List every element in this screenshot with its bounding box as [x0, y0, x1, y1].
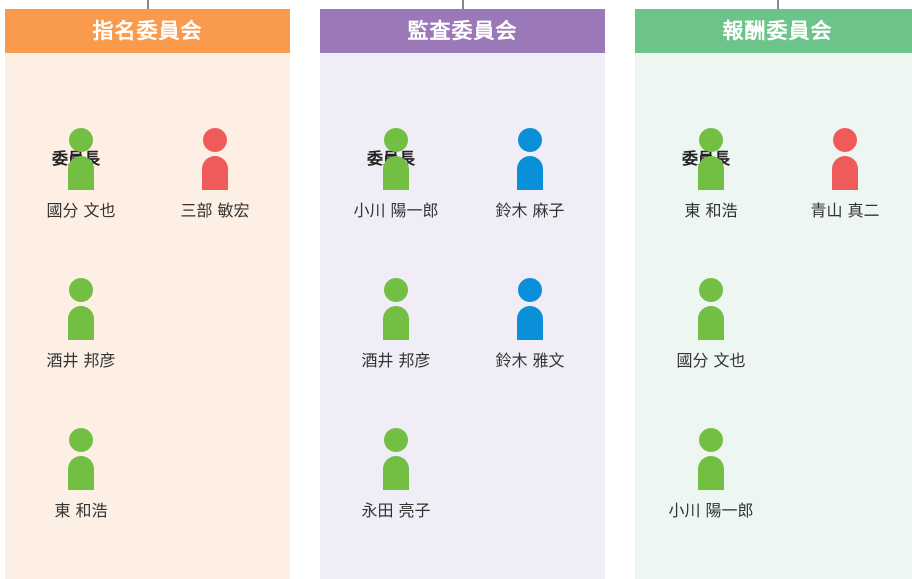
member-name: 國分 文也: [46, 201, 116, 220]
person-icon: [64, 128, 98, 190]
compensation-committee: 報酬委員会 委員長 東 和浩 青山 真二 國分 文也 小川 陽一郎: [635, 9, 912, 579]
person-icon: [64, 428, 98, 490]
member-name: 三部 敏宏: [180, 201, 250, 220]
member: 酒井 邦彦: [26, 278, 136, 371]
member: 鈴木 雅文: [475, 278, 585, 371]
member-name: 鈴木 麻子: [495, 201, 565, 220]
member: 青山 真二: [790, 128, 900, 221]
person-icon: [379, 128, 413, 190]
member-name: 東 和浩: [684, 201, 738, 220]
member: 東 和浩: [26, 428, 136, 521]
member-name: 青山 真二: [810, 201, 880, 220]
committee-body: 委員長 小川 陽一郎 鈴木 麻子 酒井 邦彦 鈴木 雅文 永田 亮子: [320, 53, 605, 579]
audit-committee: 監査委員会 委員長 小川 陽一郎 鈴木 麻子 酒井 邦彦 鈴木 雅文 永田 亮子: [320, 9, 605, 579]
member-name: 小川 陽一郎: [668, 501, 754, 520]
member-name: 酒井 邦彦: [361, 351, 431, 370]
member: 鈴木 麻子: [475, 128, 585, 221]
person-icon: [694, 428, 728, 490]
member-chair: 東 和浩: [656, 128, 766, 221]
committee-title: 指名委員会: [5, 9, 290, 53]
person-icon: [379, 428, 413, 490]
member: 國分 文也: [656, 278, 766, 371]
member-name: 東 和浩: [54, 501, 108, 520]
person-icon: [379, 278, 413, 340]
member: 永田 亮子: [341, 428, 451, 521]
member-name: 國分 文也: [676, 351, 746, 370]
connector-line: [777, 0, 779, 9]
person-icon: [198, 128, 232, 190]
member-name: 酒井 邦彦: [46, 351, 116, 370]
member-chair: 國分 文也: [26, 128, 136, 221]
committee-title: 監査委員会: [320, 9, 605, 53]
member: 小川 陽一郎: [656, 428, 766, 521]
connector-line: [462, 0, 464, 9]
committee-title: 報酬委員会: [635, 9, 912, 53]
person-icon: [513, 278, 547, 340]
person-icon: [828, 128, 862, 190]
nomination-committee: 指名委員会 委員長 國分 文也 三部 敏宏 酒井 邦彦 東 和浩: [5, 9, 290, 579]
committee-body: 委員長 東 和浩 青山 真二 國分 文也 小川 陽一郎: [635, 53, 912, 579]
member-name: 鈴木 雅文: [495, 351, 565, 370]
committee-body: 委員長 國分 文也 三部 敏宏 酒井 邦彦 東 和浩: [5, 53, 290, 579]
person-icon: [513, 128, 547, 190]
person-icon: [64, 278, 98, 340]
member-chair: 小川 陽一郎: [341, 128, 451, 221]
member-name: 永田 亮子: [361, 501, 431, 520]
person-icon: [694, 128, 728, 190]
member: 三部 敏宏: [160, 128, 270, 221]
member-name: 小川 陽一郎: [353, 201, 439, 220]
member: 酒井 邦彦: [341, 278, 451, 371]
connector-line: [147, 0, 149, 9]
person-icon: [694, 278, 728, 340]
